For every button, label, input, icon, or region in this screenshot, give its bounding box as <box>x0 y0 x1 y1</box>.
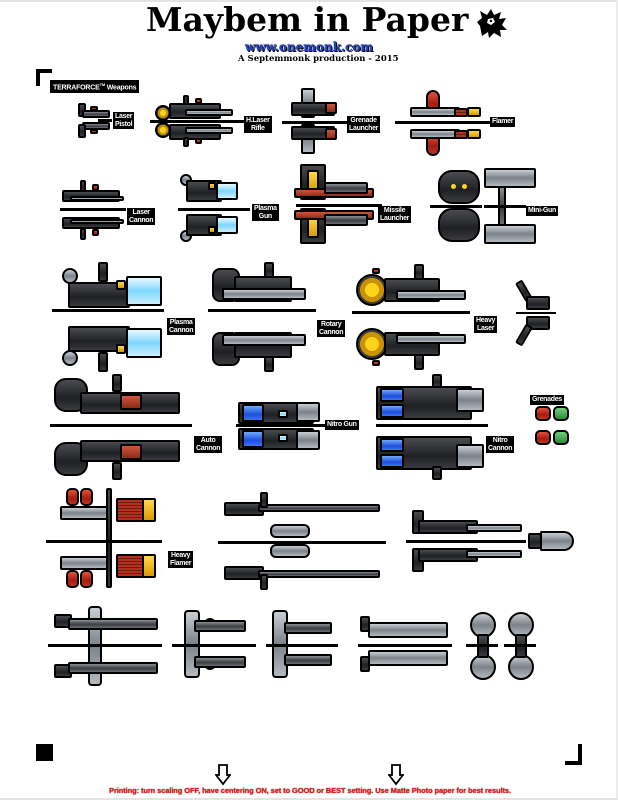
page-title: Maybem in Paper <box>146 0 469 39</box>
wheel-pair-sprite <box>470 612 538 682</box>
flamer-sprite <box>404 90 486 156</box>
page-right-edge <box>616 0 618 800</box>
arrow-down-icon <box>215 764 231 786</box>
axis-line <box>395 121 490 124</box>
gatling-sprite <box>360 614 450 674</box>
axis-line <box>48 644 162 647</box>
grenade-launcher-sprite <box>287 88 345 154</box>
axis-line <box>150 120 250 123</box>
axis-line <box>46 540 162 543</box>
registration-square <box>36 744 53 761</box>
weapon-label-nitro-gun: Nitro Gun <box>325 420 359 430</box>
axis-line <box>98 119 112 122</box>
nitro-cannon-sprite <box>376 374 486 480</box>
axis-line <box>504 644 536 647</box>
plasma-gun-sprite <box>180 172 242 244</box>
weapon-label-laser-rifle: H.Laser Rifle <box>244 116 272 133</box>
griffin-icon <box>477 9 507 38</box>
missile-launcher-sprite <box>294 164 378 244</box>
heavy-rifle-sprite <box>52 604 162 688</box>
heavy-laser-sprite <box>356 264 468 370</box>
bracket-sprite <box>515 279 552 347</box>
weapon-label-flamer: Flamer <box>490 117 516 127</box>
crop-mark-bottom-right-v <box>578 744 582 765</box>
laser-cannon-sprite <box>62 180 128 240</box>
page-bottom-edge <box>0 798 618 800</box>
weapon-label-heavy-flamer: Heavy Flamer <box>168 551 194 568</box>
arrow-down-icon <box>388 764 404 786</box>
weapon-label-laser-pistol: Laser Pistol <box>113 112 135 129</box>
byline: A Septemmonk production - 2015 <box>238 54 399 64</box>
weapon-label-plasma-gun: Plasma Gun <box>252 204 279 221</box>
axis-line <box>352 311 470 314</box>
heavy-flamer-sprite <box>54 486 158 590</box>
axis-line <box>172 644 256 647</box>
axis-line <box>208 309 316 312</box>
axis-line <box>376 424 488 427</box>
grenades-sprite <box>533 404 573 448</box>
auto-cannon-sprite <box>52 374 188 480</box>
crop-mark-top-left-v <box>36 69 40 86</box>
weapon-label-grenades: Grenades <box>530 395 564 405</box>
weapon-label-plasma-cannon: Plasma Cannon <box>167 318 196 335</box>
axis-line <box>218 541 386 544</box>
axis-line <box>406 540 526 543</box>
axis-line <box>52 309 164 312</box>
nitro-gun-sprite <box>238 396 322 456</box>
axis-line <box>236 424 328 427</box>
weapon-label-missile-launcher: Missile Launcher <box>378 206 412 223</box>
axis-line <box>266 644 338 647</box>
weapon-label-grenade-launcher: Grenade Launcher <box>347 116 381 133</box>
weapon-label-nitro-cannon: Nitro Cannon <box>486 436 515 453</box>
weapon-label-mini-gun: Mini-Gun <box>526 206 558 216</box>
shotgun-sprite <box>176 608 250 680</box>
axis-line <box>358 644 452 647</box>
plasma-cannon-sprite <box>58 262 162 372</box>
assault-rifle-sprite <box>408 506 524 576</box>
section-label: TERRAFORCETM Weapons <box>50 80 140 94</box>
weapon-label-laser-cannon: Laser Cannon <box>127 208 156 225</box>
axis-line <box>282 121 348 124</box>
mini-gun-barrel-sprite <box>484 168 540 244</box>
printing-instructions: Printing: turn scaling OFF, have centeri… <box>109 786 511 795</box>
mini-gun-body-sprite <box>438 170 482 242</box>
weapon-label-heavy-laser: Heavy Laser <box>474 316 498 333</box>
rifle-sprite <box>222 492 382 590</box>
crop-mark-bottom-right-h <box>565 761 582 765</box>
axis-line <box>60 208 126 211</box>
bullet-sprite <box>528 530 576 552</box>
axis-line <box>466 644 498 647</box>
axis-line <box>50 424 192 427</box>
laser-pistol-sprite <box>74 100 114 140</box>
axis-line <box>484 205 526 208</box>
axis-line <box>296 204 382 207</box>
weapon-label-rotary-cannon: Rotary Cannon <box>317 320 346 337</box>
axis-line <box>178 208 250 211</box>
page-top-edge <box>0 0 618 2</box>
axis-line <box>516 312 556 314</box>
website-link[interactable]: www.onemonk.com <box>245 40 374 54</box>
rotary-cannon-sprite <box>212 262 312 372</box>
axis-line <box>430 205 482 208</box>
weapon-label-auto-cannon: Auto Cannon <box>194 436 223 453</box>
crop-mark-top-left-h <box>36 69 52 73</box>
